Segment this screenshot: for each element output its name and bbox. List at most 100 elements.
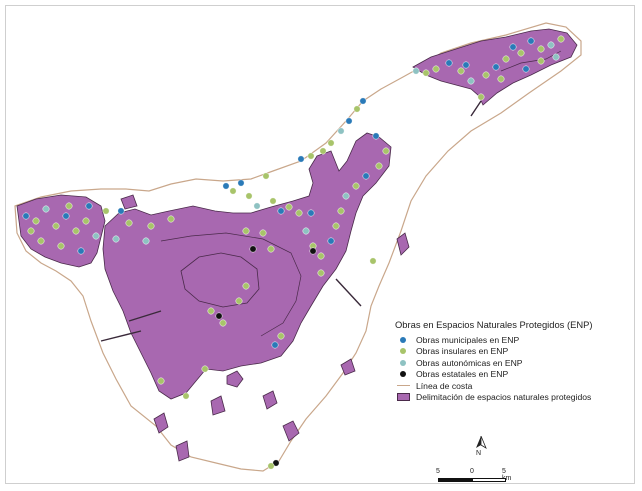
municipal-work-point[interactable] [492, 63, 500, 71]
autonomic-work-point[interactable] [42, 205, 50, 213]
insular-work-point[interactable] [307, 152, 315, 160]
insular-work-point[interactable] [375, 162, 383, 170]
insular-work-point[interactable] [295, 209, 303, 217]
municipal-work-point[interactable] [445, 59, 453, 67]
insular-work-point[interactable] [157, 377, 165, 385]
map-frame[interactable]: Obras en Espacios Naturales Protegidos (… [5, 5, 635, 484]
insular-work-point[interactable] [102, 207, 110, 215]
municipal-work-point[interactable] [509, 43, 517, 51]
scale-label: 5 [436, 468, 440, 475]
insular-work-point[interactable] [242, 282, 250, 290]
municipal-work-point[interactable] [462, 61, 470, 69]
municipal-work-point[interactable] [327, 237, 335, 245]
legend-item-insular: Obras insulares en ENP [395, 346, 633, 358]
insular-work-point[interactable] [269, 197, 277, 205]
insular-work-point[interactable] [52, 222, 60, 230]
insular-work-point[interactable] [317, 252, 325, 260]
insular-work-point[interactable] [285, 203, 293, 211]
insular-work-point[interactable] [57, 242, 65, 250]
municipal-work-point[interactable] [277, 207, 285, 215]
autonomic-work-point[interactable] [253, 202, 261, 210]
insular-work-point[interactable] [557, 35, 565, 43]
map-canvas[interactable] [6, 6, 635, 484]
insular-work-point[interactable] [537, 45, 545, 53]
north-label: N [476, 450, 482, 457]
municipal-work-point[interactable] [359, 97, 367, 105]
insular-work-point[interactable] [482, 71, 490, 79]
municipal-work-point[interactable] [222, 182, 230, 190]
insular-work-point[interactable] [201, 365, 209, 373]
insular-work-point[interactable] [277, 332, 285, 340]
insular-work-point[interactable] [352, 182, 360, 190]
insular-work-point[interactable] [457, 67, 465, 75]
insular-work-point[interactable] [337, 207, 345, 215]
insular-work-point[interactable] [332, 222, 340, 230]
insular-work-point[interactable] [72, 227, 80, 235]
insular-work-point[interactable] [65, 202, 73, 210]
protected-area-patch [340, 358, 356, 376]
protected-area-patch [396, 232, 410, 256]
insular-work-point[interactable] [262, 172, 270, 180]
insular-work-point[interactable] [382, 147, 390, 155]
insular-work-point[interactable] [167, 215, 175, 223]
municipal-work-point[interactable] [271, 341, 279, 349]
insular-work-point[interactable] [537, 57, 545, 65]
insular-work-point[interactable] [502, 55, 510, 63]
autonomic-work-point[interactable] [552, 53, 560, 61]
insular-work-point[interactable] [517, 49, 525, 57]
insular-work-point[interactable] [497, 75, 505, 83]
municipal-work-point[interactable] [22, 212, 30, 220]
insular-work-point[interactable] [37, 237, 45, 245]
state-work-point[interactable] [309, 247, 317, 255]
municipal-work-point[interactable] [237, 179, 245, 187]
insular-work-point[interactable] [147, 222, 155, 230]
insular-work-point[interactable] [319, 147, 327, 155]
autonomic-work-point[interactable] [342, 192, 350, 200]
municipal-work-point[interactable] [527, 37, 535, 45]
insular-work-point[interactable] [259, 229, 267, 237]
municipal-work-point[interactable] [362, 172, 370, 180]
insular-work-point[interactable] [32, 217, 40, 225]
municipal-work-point[interactable] [522, 65, 530, 73]
insular-work-point[interactable] [242, 227, 250, 235]
state-work-point[interactable] [272, 459, 280, 467]
municipal-work-point[interactable] [85, 202, 93, 210]
insular-work-point[interactable] [245, 192, 253, 200]
municipal-work-point[interactable] [297, 155, 305, 163]
insular-work-point[interactable] [182, 392, 190, 400]
state-work-point[interactable] [249, 245, 257, 253]
autonomic-work-point[interactable] [467, 77, 475, 85]
insular-work-point[interactable] [353, 105, 361, 113]
autonomic-work-point[interactable] [112, 235, 120, 243]
insular-work-point[interactable] [27, 227, 35, 235]
municipal-work-point[interactable] [77, 247, 85, 255]
autonomic-work-point[interactable] [142, 237, 150, 245]
insular-work-point[interactable] [219, 319, 227, 327]
insular-work-point[interactable] [432, 65, 440, 73]
insular-work-point[interactable] [82, 217, 90, 225]
autonomic-work-point[interactable] [92, 232, 100, 240]
autonomic-work-point[interactable] [547, 41, 555, 49]
municipal-work-point[interactable] [307, 209, 315, 217]
insular-work-point[interactable] [422, 69, 430, 77]
municipal-work-point[interactable] [345, 117, 353, 125]
insular-work-point[interactable] [267, 245, 275, 253]
municipal-work-point[interactable] [117, 207, 125, 215]
insular-work-point[interactable] [267, 462, 275, 470]
insular-work-point[interactable] [327, 139, 335, 147]
insular-work-point[interactable] [207, 307, 215, 315]
municipal-work-point[interactable] [372, 132, 380, 140]
insular-work-point[interactable] [235, 297, 243, 305]
autonomic-work-point[interactable] [412, 67, 420, 75]
state-work-point[interactable] [215, 312, 223, 320]
protected-area-patch [226, 370, 244, 388]
insular-work-point[interactable] [477, 93, 485, 101]
autonomic-work-point[interactable] [302, 227, 310, 235]
insular-work-point[interactable] [317, 269, 325, 277]
autonomic-work-point[interactable] [337, 127, 345, 135]
insular-work-point[interactable] [229, 187, 237, 195]
municipal-work-point[interactable] [62, 212, 70, 220]
road-line [470, 100, 482, 117]
insular-work-point[interactable] [125, 219, 133, 227]
insular-work-point[interactable] [369, 257, 377, 265]
